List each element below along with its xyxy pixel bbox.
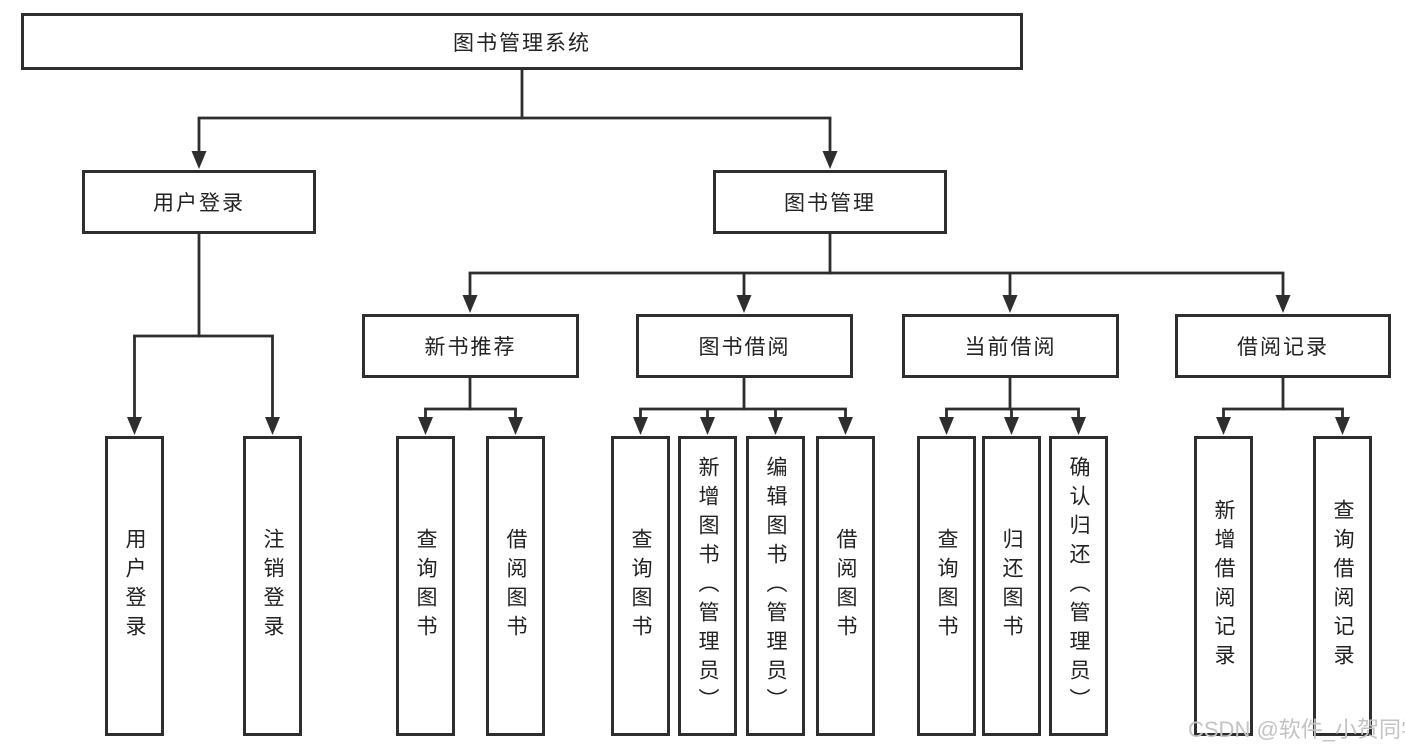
leaf-edit-book-admin: 编辑图书（管理员） <box>746 436 805 736</box>
leaf-query-borrow-record: 查询借阅记录 <box>1313 436 1372 736</box>
leaf-return-book: 归还图书 <box>982 436 1041 736</box>
leaf-add-borrow-record: 新增借阅记录 <box>1194 436 1253 736</box>
leaf-borrow-books: 借阅图书 <box>816 436 875 736</box>
leaf-add-book-admin: 新增图书（管理员） <box>678 436 737 736</box>
node-user-login-branch: 用户登录 <box>82 170 316 234</box>
leaf-query-books-recommend: 查询图书 <box>396 436 455 736</box>
node-root-library-system: 图书管理系统 <box>21 13 1023 70</box>
leaf-query-books-current: 查询图书 <box>917 436 976 736</box>
leaf-query-books-borrow: 查询图书 <box>611 436 670 736</box>
leaf-confirm-return-admin: 确认归还（管理员） <box>1049 436 1108 736</box>
leaf-borrow-books-recommend: 借阅图书 <box>486 436 545 736</box>
node-new-book-recommend: 新书推荐 <box>362 314 579 378</box>
node-current-borrowing: 当前借阅 <box>902 314 1119 378</box>
leaf-logout: 注销登录 <box>243 436 302 736</box>
node-book-management-branch: 图书管理 <box>713 170 947 234</box>
watermark: CSDN @软件_小贺同学 <box>1188 717 1405 742</box>
leaf-user-login: 用户登录 <box>105 436 164 736</box>
node-borrowing-records: 借阅记录 <box>1175 314 1391 378</box>
node-book-borrowing: 图书借阅 <box>636 314 853 378</box>
